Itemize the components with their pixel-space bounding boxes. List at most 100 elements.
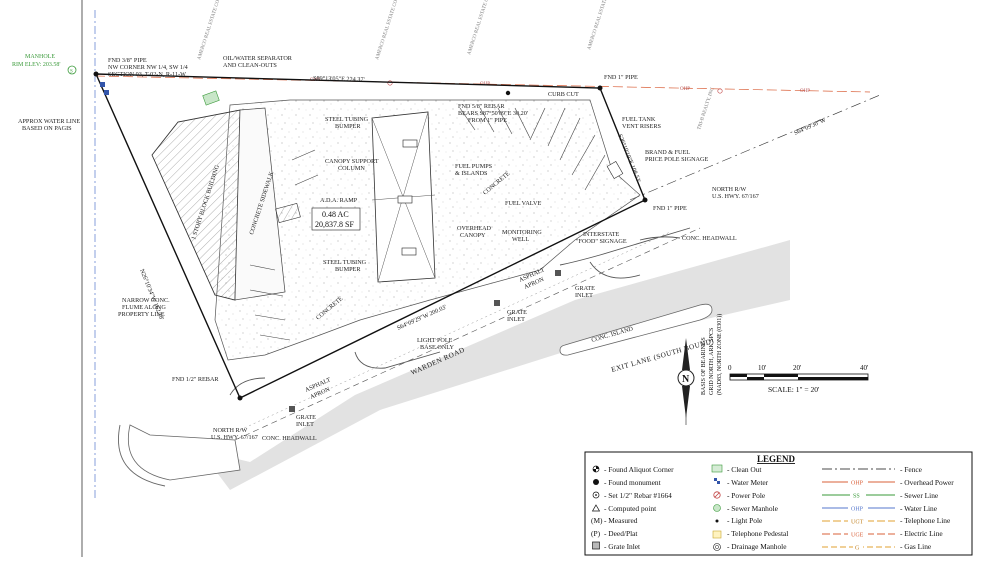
manhole-rim-label: RIM ELEV: 203.58' bbox=[12, 62, 60, 68]
highway-band bbox=[200, 240, 790, 490]
sewer-manhole-icon bbox=[67, 65, 77, 75]
legend-power-pole: - Power Pole bbox=[727, 491, 766, 500]
grate-inlet-c-1: GRATE bbox=[296, 414, 316, 421]
adjoiner-2: AMERCO REAL ESTATE CO bbox=[375, 0, 399, 61]
sidewalk bbox=[234, 107, 286, 301]
basis-line-2: GRID NORTH, ARK SPCS bbox=[709, 328, 715, 395]
legend-sewer-line: - Sewer Line bbox=[900, 491, 939, 500]
flume-label-2: FLUME ALONG bbox=[122, 304, 166, 311]
legend-code-ss: SS bbox=[853, 494, 860, 500]
legend-measured: - Measured bbox=[604, 516, 638, 525]
canopy-support-1: CANOPY SUPPORT bbox=[325, 158, 379, 165]
oil-water-label-1: OIL/WATER SEPARATOR bbox=[223, 55, 293, 62]
legend-box bbox=[584, 451, 973, 556]
exit-lane-label: EXIT LANE (SOUTH BOUND) bbox=[610, 337, 715, 374]
basis-line-3: (NAD83, NORTH ZONE (0301)) bbox=[716, 314, 723, 395]
lower-road-edge bbox=[128, 424, 241, 481]
parking-stripes bbox=[249, 107, 606, 341]
legend-light-pole: - Light Pole bbox=[727, 516, 763, 525]
legend-code-ohp: OHP bbox=[851, 481, 864, 487]
nw-pipe-label-3: SECTION 03, T-02-N, R-11-W bbox=[108, 71, 186, 78]
scale-text: SCALE: 1" = 20' bbox=[768, 385, 820, 394]
adjoiner-1: AMERCO REAL ESTATE CO bbox=[197, 0, 221, 61]
legend-monument: - Found monument bbox=[604, 478, 662, 487]
legend-grate-inlet: - Grate Inlet bbox=[604, 542, 641, 551]
steel-bumper-top-1: STEEL TUBING bbox=[325, 116, 369, 123]
steel-bumper-top-2: BUMPER bbox=[335, 123, 361, 130]
north-arrow: N bbox=[677, 338, 695, 425]
fuel-valve-label: FUEL VALVE bbox=[505, 200, 541, 207]
half-rebar-label: FND 1/2" REBAR bbox=[172, 376, 219, 383]
overhead-power-line bbox=[94, 75, 871, 93]
flume-label-1: NARROW CONC. bbox=[122, 297, 170, 304]
overhead-canopy-2: CANOPY bbox=[460, 232, 486, 239]
canopy-support-2: COLUMN bbox=[338, 165, 365, 172]
scale-tick-40: 40' bbox=[860, 364, 868, 372]
adjoiner-3: AMERCO REAL ESTATE CO bbox=[467, 0, 491, 56]
brand-label-1: BRAND & FUEL bbox=[645, 149, 690, 156]
ada-ramp bbox=[275, 203, 301, 223]
steel-bumper-bot-1: STEEL TUBING bbox=[323, 259, 367, 266]
conc-headwall-bot: CONC. HEADWALL bbox=[262, 435, 317, 442]
boundary-corners bbox=[93, 71, 648, 401]
legend-code-uge: UGE bbox=[851, 533, 864, 539]
overhead-canopy-1: OVERHEAD bbox=[457, 225, 492, 232]
fuel-tank-label-1: FUEL TANK bbox=[622, 116, 656, 123]
manhole-label: MANHOLE bbox=[25, 54, 55, 60]
grate-inlet-icons bbox=[289, 270, 561, 412]
water-meter-icon bbox=[100, 82, 109, 95]
legend-gas-line: - Gas Line bbox=[900, 542, 932, 551]
legend-telephone-pedestal: - Telephone Pedestal bbox=[727, 529, 788, 538]
grate-inlet-c-2: INLET bbox=[296, 421, 314, 428]
legend-computed: - Computed point bbox=[604, 504, 657, 513]
monitoring-label-2: WELL bbox=[512, 236, 529, 243]
legend-fence: - Fence bbox=[900, 465, 923, 474]
svg-text:OHP: OHP bbox=[680, 87, 690, 92]
nw-pipe-label-1: FND 3/8" PIPE bbox=[108, 57, 147, 64]
scale-tick-0: 0 bbox=[728, 364, 732, 372]
light-pole-label-2: BASE ONLY bbox=[420, 344, 454, 351]
price-sign bbox=[606, 161, 624, 179]
curb-cut-label: CURB CUT bbox=[548, 91, 579, 98]
block-building bbox=[151, 109, 241, 301]
road-centerline bbox=[234, 227, 701, 441]
north-rw-top-1: NORTH R/W bbox=[712, 186, 746, 193]
north-rw-bot-2: U.S. HWY. 67/167 bbox=[211, 434, 258, 441]
hwy-rw-line bbox=[629, 94, 881, 201]
legend-code-ugt: UGT bbox=[851, 520, 864, 526]
legend-deed-symbol: (P) bbox=[591, 529, 601, 538]
grate-inlet-b-1: GRATE bbox=[507, 309, 527, 316]
ada-ramp-label: A.D.A. RAMP bbox=[320, 197, 358, 204]
se-pipe-label: FND 1" PIPE bbox=[653, 205, 687, 212]
legend-telephone-line: - Telephone Line bbox=[900, 516, 951, 525]
rebar-label-3: FROM 1" PIPE bbox=[468, 117, 507, 124]
light-pole-label-1: LIGHT POLE bbox=[417, 337, 453, 344]
legend-title: LEGEND bbox=[757, 454, 796, 464]
fuel-pumps-label-2: & ISLANDS bbox=[455, 170, 488, 177]
oil-water-separator bbox=[202, 90, 220, 106]
legend-drainage-manhole: - Drainage Manhole bbox=[727, 542, 787, 551]
legend-sewer-manhole: - Sewer Manhole bbox=[727, 504, 779, 513]
legend: LEGEND (M) (P) - Found Aliquot Corner - … bbox=[584, 451, 973, 556]
legend-code-gas: G bbox=[855, 546, 860, 552]
legend-deed: - Deed/Plat bbox=[604, 529, 638, 538]
fuel-tank-label-2: VENT RISERS bbox=[622, 123, 661, 130]
legend-code-water: OHP bbox=[851, 507, 864, 513]
power-poles bbox=[387, 80, 723, 94]
fuel-pumps-label-1: FUEL PUMPS bbox=[455, 163, 493, 170]
adjoiner-tri-b: TRI-B REALTY, INC bbox=[697, 87, 716, 131]
area-sf: 20,837.8 SF bbox=[315, 220, 354, 229]
scale-tick-10: 10' bbox=[758, 364, 766, 372]
steel-bumper-bot-2: BUMPER bbox=[335, 266, 361, 273]
north-rw-top-2: U.S. HWY. 67/167 bbox=[712, 193, 759, 200]
scale-tick-20: 20' bbox=[793, 364, 801, 372]
interstate-label-2: "FOOD" SIGNAGE bbox=[576, 238, 627, 245]
legend-electric-line: - Electric Line bbox=[900, 529, 943, 538]
grate-inlet-b-2: INLET bbox=[507, 316, 525, 323]
legend-rebar: - Set 1/2" Rebar #1664 bbox=[604, 491, 672, 500]
fuel-pump-islands bbox=[397, 139, 418, 256]
conc-island bbox=[559, 303, 713, 356]
legend-water-meter: - Water Meter bbox=[727, 478, 769, 487]
flume-label-3: PROPERTY LINE bbox=[118, 311, 165, 318]
